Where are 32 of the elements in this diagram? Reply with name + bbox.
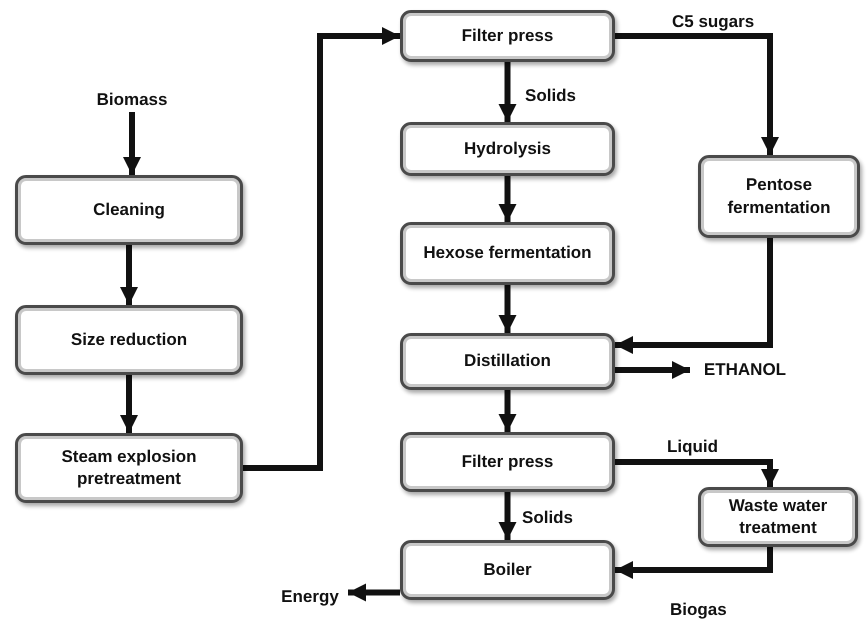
arrow	[615, 238, 773, 354]
edge-label: Liquid	[665, 437, 720, 457]
process-box: Pentose fermentation	[698, 155, 860, 238]
arrow	[498, 62, 516, 122]
arrow	[615, 33, 779, 155]
arrow	[120, 375, 138, 433]
process-box: Boiler	[400, 540, 615, 600]
arrow	[348, 584, 400, 602]
process-box: Distillation	[400, 333, 615, 390]
arrow	[498, 390, 516, 432]
arrow	[615, 361, 690, 379]
arrow	[123, 112, 141, 175]
flow-label: Energy	[272, 585, 348, 609]
arrow	[615, 459, 779, 487]
edge-label: Biogas	[668, 600, 729, 620]
process-box: Hexose fermentation	[400, 222, 615, 285]
process-box: Waste water treatment	[698, 487, 858, 547]
arrow	[498, 285, 516, 333]
arrow	[120, 245, 138, 305]
flow-label: Biomass	[92, 88, 172, 112]
process-box: Cleaning	[15, 175, 243, 245]
process-box: Size reduction	[15, 305, 243, 375]
arrow	[498, 176, 516, 222]
process-box: Steam explosion pretreatment	[15, 433, 243, 503]
process-box: Filter press	[400, 432, 615, 492]
edge-label: C5 sugars	[670, 12, 756, 32]
arrow	[498, 492, 516, 540]
process-box: Filter press	[400, 10, 615, 62]
arrow	[243, 27, 400, 471]
flow-label: ETHANOL	[690, 358, 800, 382]
arrow	[615, 547, 773, 579]
process-box: Hydrolysis	[400, 122, 615, 176]
